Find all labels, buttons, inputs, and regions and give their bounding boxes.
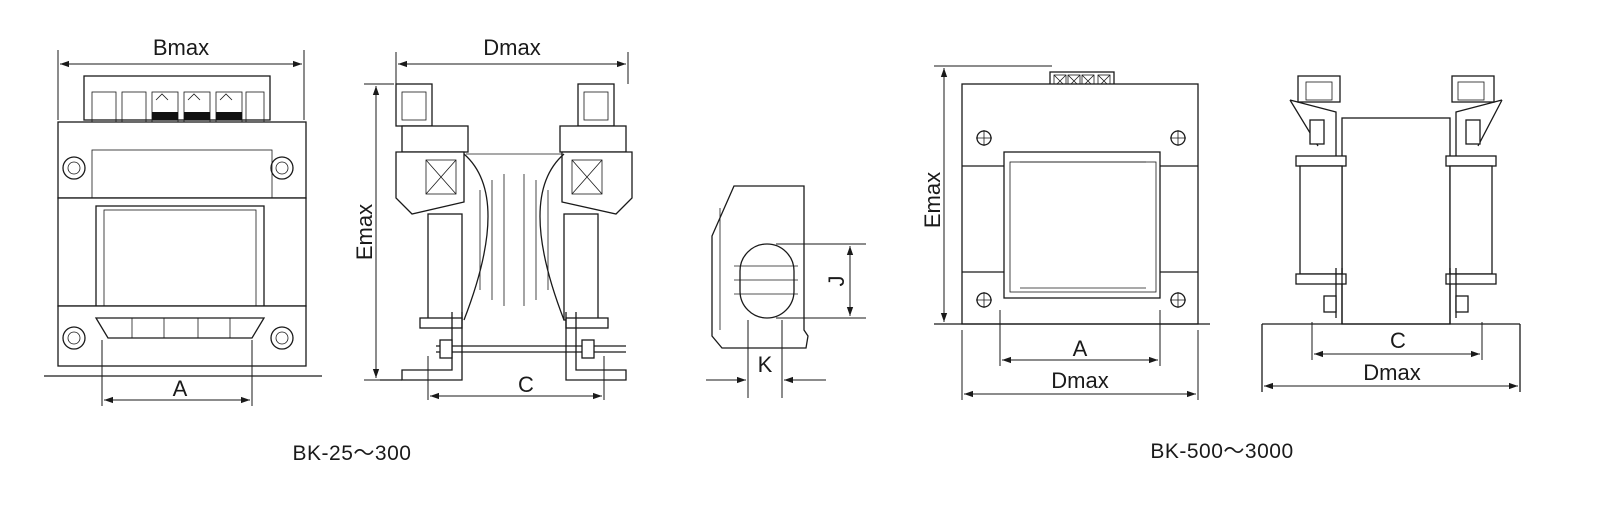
dim-a-label: A — [173, 376, 188, 401]
dim-c-label-large: C — [1390, 328, 1406, 353]
dim-j-label: J — [824, 276, 849, 287]
dim-dmax-label-side-large: Dmax — [1363, 360, 1420, 385]
dim-dmax-label-large: Dmax — [1051, 368, 1108, 393]
side-view-large: C Dmax — [1261, 75, 1521, 392]
front-view-small: Bmax A — [44, 35, 322, 406]
dim-c-label: C — [518, 372, 534, 397]
dim-k-label: K — [758, 352, 773, 377]
dim-bmax-label: Bmax — [153, 35, 209, 60]
dim-emax-label-large: Emax — [920, 172, 945, 228]
slot-detail: J K — [706, 185, 866, 398]
dim-a-label-large: A — [1073, 336, 1088, 361]
side-view-small: Dmax Emax C — [352, 35, 633, 400]
caption-small-series: BK-25～300 — [293, 442, 412, 465]
caption-large-series: BK-500～3000 — [1150, 440, 1293, 463]
dim-dmax-label: Dmax — [483, 35, 540, 60]
front-view-large: Emax A Dmax — [920, 65, 1210, 400]
dim-emax-label: Emax — [352, 204, 377, 260]
